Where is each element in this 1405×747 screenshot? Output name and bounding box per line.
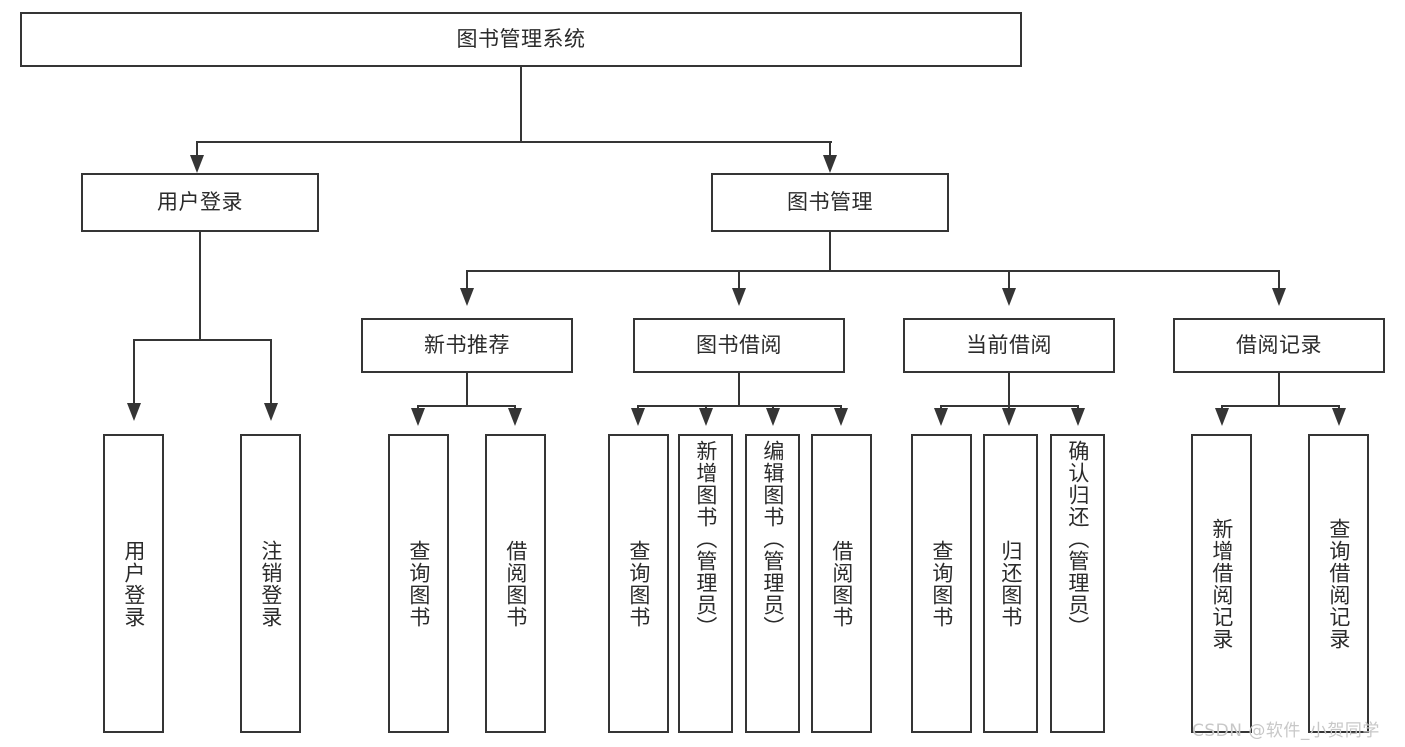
edge-user-login-stem: [199, 232, 201, 340]
edge-to-borrow-record: [1278, 270, 1280, 292]
arrowhead-icon: [460, 288, 474, 306]
leaf-cb-confirm-return-admin[interactable]: 确认归还（管理员）: [1050, 434, 1105, 733]
leaf-cb-query-book[interactable]: 查询图书: [911, 434, 972, 733]
arrowhead-icon: [190, 155, 204, 173]
edge-to-leaf-user-login: [133, 339, 135, 407]
edge-to-new-book-recommend: [466, 270, 468, 292]
node-user-login[interactable]: 用户登录: [81, 173, 319, 232]
arrowhead-icon: [732, 288, 746, 306]
leaf-bb-query-book[interactable]: 查询图书: [608, 434, 669, 733]
leaf-br-add-record[interactable]: 新增借阅记录: [1191, 434, 1252, 733]
leaf-cb-return-book[interactable]: 归还图书: [983, 434, 1038, 733]
leaf-bb-add-book-admin[interactable]: 新增图书（管理员）: [678, 434, 733, 733]
node-label: 新书推荐: [424, 332, 510, 357]
node-label: 查询图书: [406, 539, 431, 628]
node-label: 借阅图书: [503, 539, 528, 628]
node-label: 图书借阅: [696, 332, 782, 357]
node-label: 当前借阅: [966, 332, 1052, 357]
edge-borrow-record-bar: [1222, 405, 1340, 407]
edge-new-book-stem: [466, 373, 468, 406]
edge-new-book-bar: [418, 405, 516, 407]
arrowhead-icon: [508, 408, 522, 426]
node-label: 新增借阅记录: [1209, 517, 1234, 650]
edge-to-current-borrow: [1008, 270, 1010, 292]
edge-user-login-bar: [134, 339, 272, 341]
node-label: 查询图书: [626, 539, 651, 628]
node-label: 借阅记录: [1236, 332, 1322, 357]
leaf-br-query-record[interactable]: 查询借阅记录: [1308, 434, 1369, 733]
node-label: 查询图书: [929, 539, 954, 628]
edge-root-bar: [197, 141, 832, 143]
edge-current-borrow-bar: [941, 405, 1079, 407]
node-new-book-recommend[interactable]: 新书推荐: [361, 318, 573, 373]
arrowhead-icon: [699, 408, 713, 426]
node-root-system[interactable]: 图书管理系统: [20, 12, 1022, 67]
arrowhead-icon: [264, 403, 278, 421]
leaf-nb-borrow-book[interactable]: 借阅图书: [485, 434, 546, 733]
arrowhead-icon: [1215, 408, 1229, 426]
arrowhead-icon: [411, 408, 425, 426]
edge-current-borrow-stem: [1008, 373, 1010, 406]
node-book-management[interactable]: 图书管理: [711, 173, 949, 232]
arrowhead-icon: [1002, 408, 1016, 426]
arrowhead-icon: [1272, 288, 1286, 306]
arrowhead-icon: [1332, 408, 1346, 426]
arrowhead-icon: [127, 403, 141, 421]
node-current-borrow[interactable]: 当前借阅: [903, 318, 1115, 373]
edge-book-manage-stem: [829, 232, 831, 271]
arrowhead-icon: [834, 408, 848, 426]
node-label: 确认归还（管理员）: [1065, 440, 1090, 638]
node-label: 查询借阅记录: [1326, 517, 1351, 650]
node-label: 用户登录: [121, 539, 146, 628]
edge-to-leaf-logout: [270, 339, 272, 407]
leaf-user-login[interactable]: 用户登录: [103, 434, 164, 733]
node-label: 新增图书（管理员）: [693, 440, 718, 638]
leaf-bb-borrow-book[interactable]: 借阅图书: [811, 434, 872, 733]
edge-to-book-borrow: [738, 270, 740, 292]
watermark-text: CSDN @软件_小贺同学: [1192, 721, 1380, 741]
edge-root-to-book-manage: [829, 141, 831, 159]
leaf-bb-edit-book-admin[interactable]: 编辑图书（管理员）: [745, 434, 800, 733]
edge-book-manage-bar: [467, 270, 1280, 272]
edge-borrow-record-stem: [1278, 373, 1280, 406]
node-label: 图书管理: [787, 189, 873, 214]
node-label: 用户登录: [157, 189, 243, 214]
node-borrow-record[interactable]: 借阅记录: [1173, 318, 1385, 373]
arrowhead-icon: [1002, 288, 1016, 306]
node-label: 借阅图书: [829, 539, 854, 628]
node-label: 归还图书: [998, 539, 1023, 628]
node-label: 注销登录: [258, 539, 283, 628]
arrowhead-icon: [766, 408, 780, 426]
edge-book-borrow-bar: [638, 405, 842, 407]
leaf-nb-query-book[interactable]: 查询图书: [388, 434, 449, 733]
arrowhead-icon: [934, 408, 948, 426]
edge-root-stem: [520, 67, 522, 142]
node-label: 图书管理系统: [456, 26, 586, 51]
edge-root-to-user-login: [196, 141, 198, 159]
arrowhead-icon: [1071, 408, 1085, 426]
edge-book-borrow-stem: [738, 373, 740, 406]
arrowhead-icon: [823, 155, 837, 173]
node-book-borrow[interactable]: 图书借阅: [633, 318, 845, 373]
leaf-logout[interactable]: 注销登录: [240, 434, 301, 733]
node-label: 编辑图书（管理员）: [760, 440, 785, 638]
arrowhead-icon: [631, 408, 645, 426]
